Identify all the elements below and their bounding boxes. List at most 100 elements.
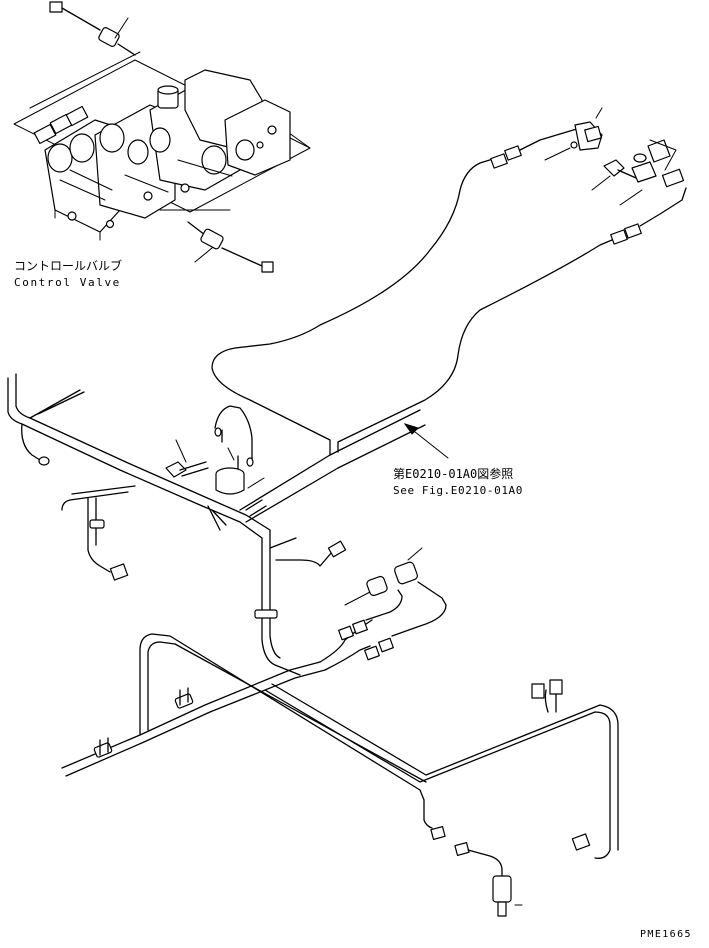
clamp-detail (99, 687, 189, 756)
wire (221, 247, 263, 267)
clamp-icon (93, 742, 113, 758)
connector-icon (261, 261, 274, 273)
sensor-icon (200, 228, 224, 250)
connector-icon (364, 645, 380, 661)
wire (21, 423, 41, 461)
valve-guide-line (29, 51, 141, 109)
leader-line (114, 17, 129, 39)
spool-boss (69, 133, 95, 163)
ring-terminal (246, 457, 254, 467)
leader-line (649, 139, 677, 171)
wire (214, 405, 253, 463)
harness-trunk (261, 599, 301, 676)
wire (319, 619, 373, 663)
ring-terminal (214, 427, 222, 437)
wire (117, 43, 136, 56)
connector-icon (454, 842, 470, 856)
upper-right-harness (211, 107, 687, 456)
clamp-icon (174, 693, 194, 709)
harness-frame (271, 683, 619, 851)
ring-terminal (38, 456, 50, 466)
solenoid (33, 123, 57, 145)
harness-stub (245, 499, 267, 517)
connector-icon (624, 223, 642, 239)
main-harness (7, 373, 426, 676)
harness-branch (211, 157, 497, 456)
connector-icon (571, 833, 591, 851)
spool-boss (149, 127, 171, 153)
connector-icon (338, 625, 354, 641)
bolt-shank (179, 461, 209, 477)
leader-line (175, 439, 187, 463)
spool-boss (99, 123, 125, 153)
mounting-bolt (180, 183, 190, 193)
harness-stub (269, 537, 297, 549)
connector-icon (504, 145, 522, 161)
wire (221, 429, 239, 471)
wire (87, 497, 111, 573)
mounting-bolt (67, 211, 77, 221)
mounting-bolt (570, 141, 578, 149)
wire (519, 127, 581, 151)
connector-icon (352, 619, 368, 635)
mounting-bolt (105, 219, 115, 229)
spacer-body (215, 474, 245, 495)
sensor-icon (98, 27, 120, 47)
pressure-switch-top (49, 1, 136, 56)
sensor-icon (661, 168, 685, 188)
harness-trunk (61, 661, 321, 769)
sensor-icon (492, 875, 512, 903)
lower-harness (61, 547, 619, 917)
wire (391, 581, 447, 637)
connector-icon (610, 229, 628, 245)
connector-icon (327, 540, 347, 558)
sensor-tip (497, 901, 507, 917)
connector-icon (430, 826, 446, 840)
leader-line (344, 591, 371, 606)
mounting-bolt (256, 141, 264, 149)
spool-boss (127, 139, 149, 165)
control-valve-label-en: Control Valve (14, 276, 121, 289)
connector-icon (378, 637, 394, 653)
control-valve-label-ja: コントロールバルブ (14, 258, 122, 273)
harness-frame (264, 689, 611, 859)
see-fig-label-en: See Fig.E0210-01A0 (393, 484, 523, 497)
spool-boss (201, 145, 227, 175)
clamp-icon (89, 519, 105, 529)
clamp-icon (254, 609, 278, 619)
connector-icon (531, 683, 545, 699)
spool-boss (235, 139, 255, 161)
leader-line (544, 147, 571, 161)
bolt-shank (617, 169, 637, 179)
harness-frame (139, 633, 425, 801)
wire (187, 221, 206, 236)
wire (61, 7, 101, 31)
harness-trunk (65, 669, 326, 777)
control-valve-assembly (13, 51, 311, 241)
wire (365, 589, 403, 621)
spool-boss (47, 143, 73, 173)
valve-body-detail (54, 209, 101, 241)
plate (631, 161, 657, 183)
connector-icon (109, 563, 129, 581)
harness-branch (337, 239, 613, 453)
see-fig-label-ja: 第E0210-01A0図参照 (393, 466, 513, 481)
connector-icon (549, 679, 563, 695)
wire (423, 799, 433, 829)
solenoid (65, 105, 89, 127)
mounting-bolt (143, 191, 153, 201)
leader-line (194, 247, 213, 263)
wire (639, 187, 687, 227)
harness-stub (207, 505, 227, 531)
bolt-icon (165, 461, 187, 478)
drawing-code: PME1665 (640, 929, 692, 940)
harness-trunk (269, 599, 281, 659)
sensor-icon (584, 125, 602, 143)
see-fig-callout: 第E0210-01A0図参照 See Fig.E0210-01A0 (393, 423, 523, 497)
harness-frame (147, 641, 427, 783)
sensor-icon (394, 561, 418, 585)
leader-line (591, 175, 643, 206)
bolt-icon (603, 159, 625, 177)
